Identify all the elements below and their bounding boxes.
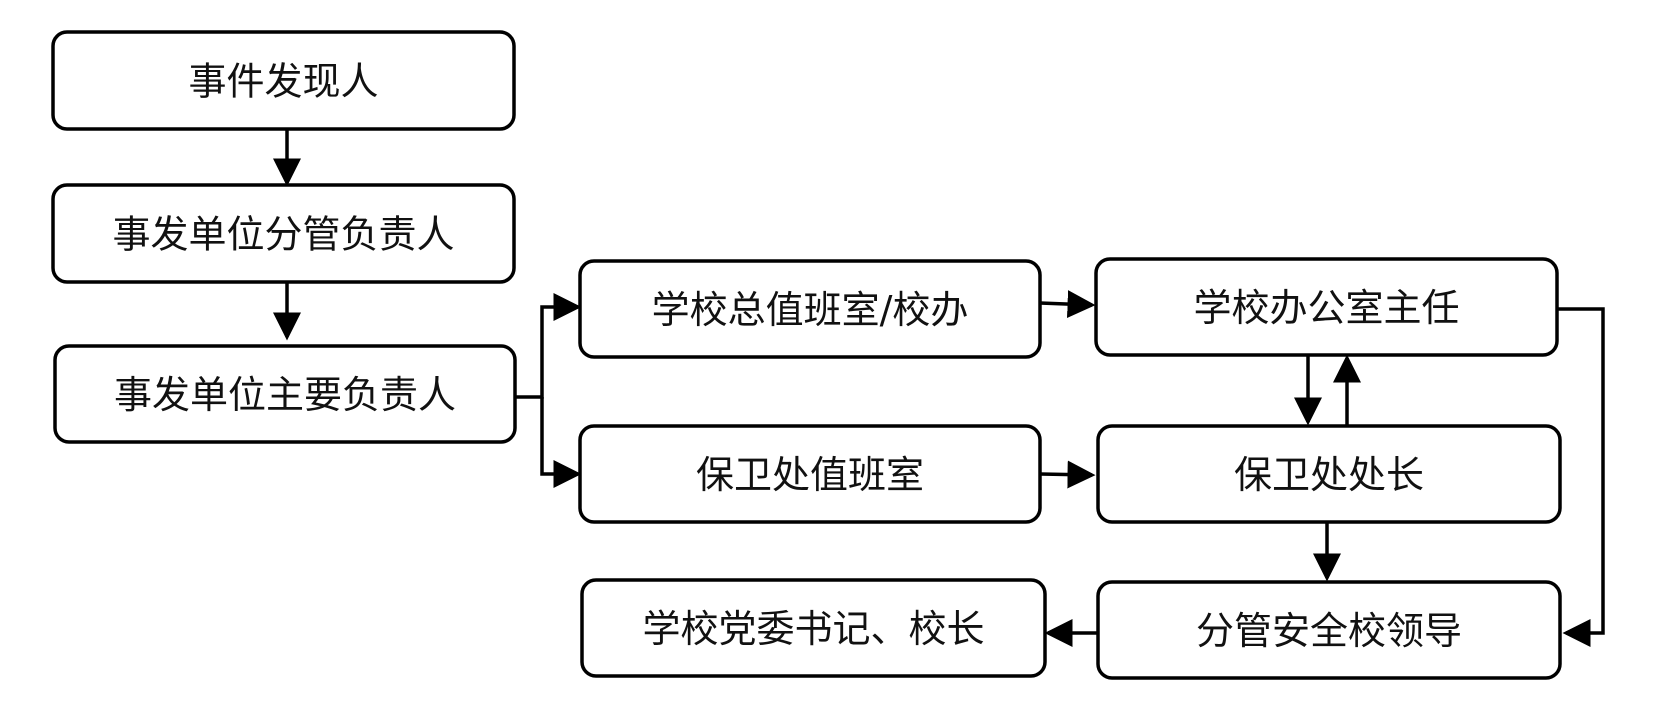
edge-security-duty-to-security-chief <box>1039 460 1096 489</box>
node-label: 事件发现人 <box>188 60 378 104</box>
node-box <box>51 183 516 284</box>
edge-office-director-to-safety-leader <box>1558 307 1605 647</box>
connectors <box>273 129 1605 647</box>
node-box <box>1096 580 1562 680</box>
node-party-secretary: 学校党委书记、校长 <box>580 578 1047 678</box>
node-security-duty: 保卫处值班室 <box>578 424 1042 524</box>
node-unit-deputy: 事发单位分管负责人 <box>51 183 516 284</box>
edge-unit-head-to-duty-office <box>515 293 582 399</box>
node-box <box>1094 257 1559 357</box>
node-box <box>51 30 516 131</box>
node-box <box>1096 424 1562 524</box>
node-label: 保卫处值班室 <box>696 453 924 497</box>
node-box <box>53 344 517 444</box>
node-label: 事发单位主要负责人 <box>114 373 456 417</box>
node-label: 学校党委书记、校长 <box>642 607 984 651</box>
node-security-chief: 保卫处处长 <box>1096 424 1562 524</box>
node-office-director: 学校办公室主任 <box>1094 257 1559 357</box>
node-label: 分管安全校领导 <box>1196 609 1462 653</box>
node-label: 学校总值班室/校办 <box>652 288 969 332</box>
node-duty-office: 学校总值班室/校办 <box>578 259 1042 359</box>
node-label: 学校办公室主任 <box>1193 286 1459 330</box>
edge-unit-head-to-security-duty <box>540 397 582 488</box>
node-box <box>578 259 1042 359</box>
node-label: 保卫处处长 <box>1234 453 1424 497</box>
node-label: 事发单位分管负责人 <box>112 213 454 257</box>
edge-duty-office-to-office-director <box>1039 290 1096 319</box>
node-box <box>580 578 1047 678</box>
node-unit-head: 事发单位主要负责人 <box>53 344 517 444</box>
node-finder: 事件发现人 <box>51 30 516 131</box>
node-safety-leader: 分管安全校领导 <box>1096 580 1562 680</box>
node-box <box>578 424 1042 524</box>
